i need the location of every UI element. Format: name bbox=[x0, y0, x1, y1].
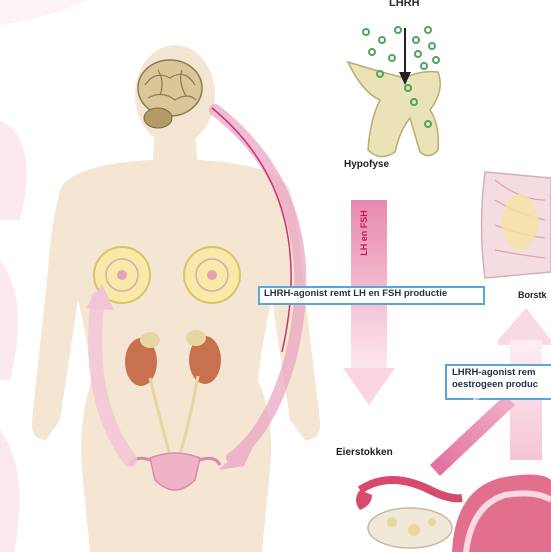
box2-line1: LHRH-agonist rem bbox=[452, 367, 551, 379]
eierstokken-label: Eierstokken bbox=[336, 447, 393, 458]
lhrh-agonist-oestrogeen-box: LHRH-agonist rem oestrogeen produc bbox=[445, 364, 551, 400]
box1-text: LHRH-agonist remt LH en FSH productie bbox=[264, 288, 447, 299]
borstklier-label: Borstk bbox=[518, 290, 547, 300]
hypofyse-label: Hypofyse bbox=[344, 159, 389, 170]
lh-fsh-arrow-label: LH en FSH bbox=[359, 210, 369, 256]
breast-section-icon bbox=[482, 172, 551, 278]
box2-line2: oestrogeen produc bbox=[452, 379, 551, 391]
lhrh-label: LHRH bbox=[389, 0, 420, 9]
lhrh-agonist-lh-fsh-box: LHRH-agonist remt LH en FSH productie bbox=[258, 286, 485, 305]
